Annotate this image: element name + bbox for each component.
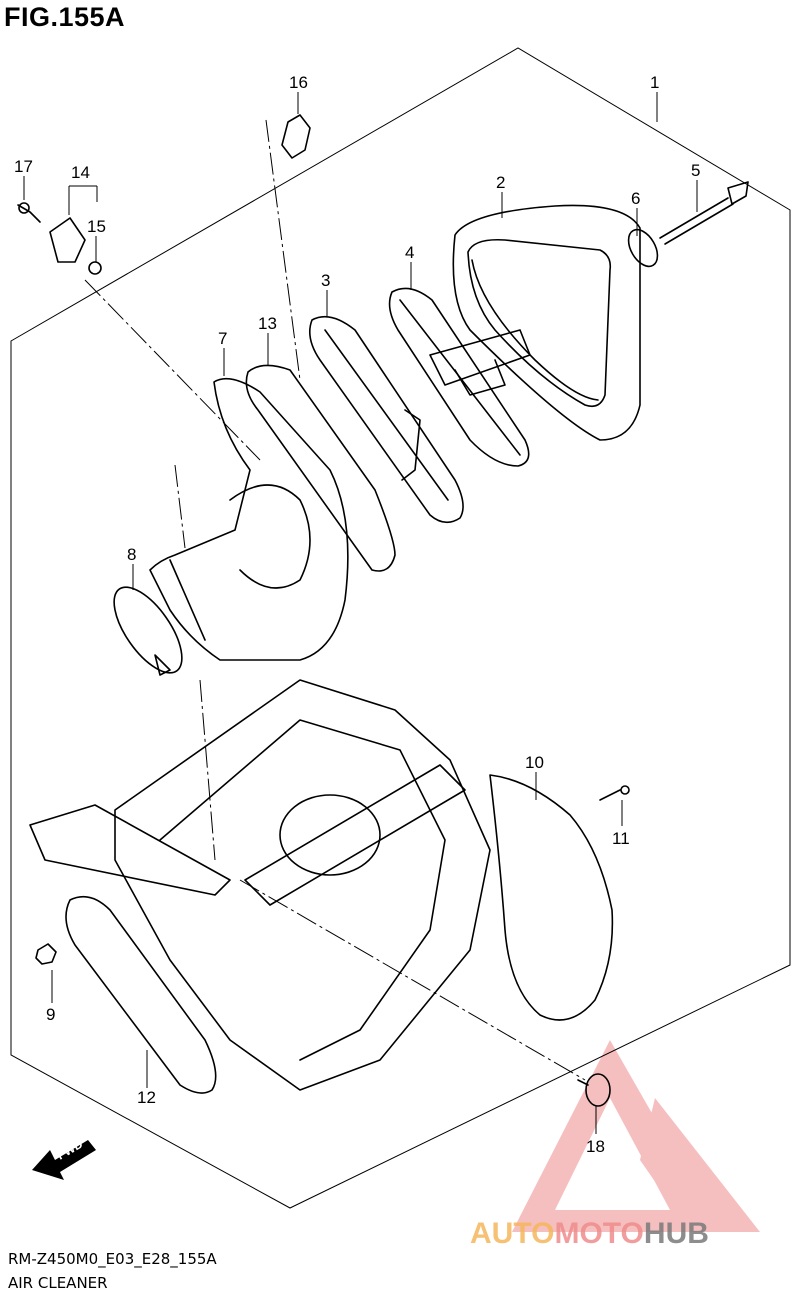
callout-12: 12 [137, 1088, 156, 1107]
watermark-hub: HUB [644, 1217, 709, 1250]
part-9-nut [35, 943, 57, 965]
part-3-holder [309, 315, 464, 524]
figure-title: FIG.155A [4, 2, 126, 32]
watermark-wordmark: AUTOMOTOHUB [470, 1217, 709, 1250]
sensor-cluster [17, 202, 102, 275]
callout-18: 18 [586, 1137, 605, 1156]
callout-15: 15 [87, 217, 106, 236]
leader-lines [23, 92, 698, 1134]
callout-8: 8 [127, 545, 136, 564]
callout-10: 10 [525, 753, 544, 772]
watermark-auto: AUTO [470, 1217, 554, 1250]
callout-6: 6 [631, 189, 640, 208]
part-5-bolt [659, 181, 749, 245]
callout-13: 13 [258, 314, 277, 333]
callout-4: 4 [405, 243, 414, 262]
alignment-lines [84, 119, 586, 1081]
part-8-clamp [113, 586, 183, 676]
part-7-duct [149, 377, 349, 661]
callout-14: 14 [71, 163, 90, 182]
callouts: 1 2 3 4 5 6 7 8 9 10 11 12 13 14 15 16 1… [14, 73, 700, 1156]
watermark-moto: MOTO [554, 1217, 643, 1250]
part-11-screw [599, 785, 630, 801]
section-name: AIR CLEANER [8, 1274, 108, 1292]
callout-11: 11 [612, 829, 630, 848]
svg-text:AUTOMOTOHUB: AUTOMOTOHUB [470, 1217, 709, 1250]
callout-9: 9 [46, 1005, 55, 1024]
assembly-outline [10, 47, 791, 1209]
callout-2: 2 [496, 173, 505, 192]
callout-16: 16 [289, 73, 308, 92]
part-18-grommet [577, 1073, 611, 1107]
part-4-cage [388, 287, 531, 467]
watermark-logo [512, 1040, 760, 1232]
part-12-gasket [65, 895, 217, 1094]
part-16-bracket [281, 114, 311, 159]
part-6-washer [627, 228, 659, 268]
fwd-arrow: FWD [32, 1137, 96, 1180]
drawing-code: RM-Z450M0_E03_E28_155A [8, 1250, 217, 1268]
part-10-guard [489, 774, 614, 1021]
callout-17: 17 [14, 157, 33, 176]
callout-3: 3 [321, 271, 330, 290]
callout-1: 1 [650, 73, 659, 92]
callout-5: 5 [691, 161, 700, 180]
part-13-gasket [245, 364, 396, 572]
callout-7: 7 [218, 329, 227, 348]
air-box [29, 679, 491, 1091]
